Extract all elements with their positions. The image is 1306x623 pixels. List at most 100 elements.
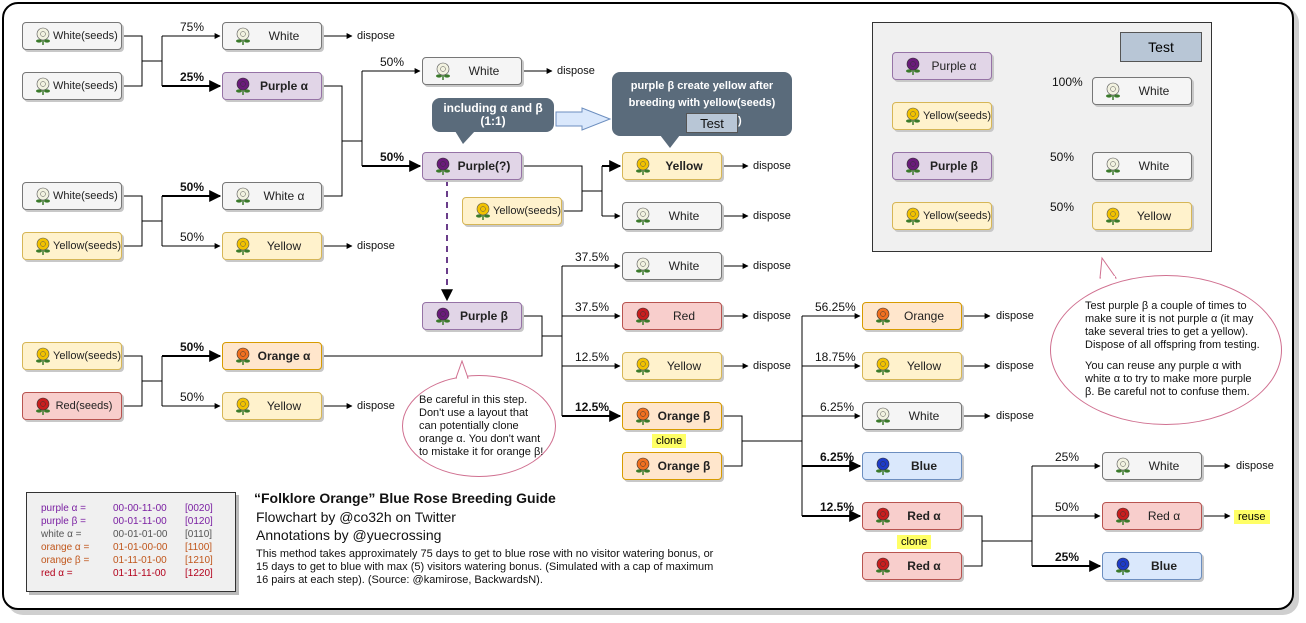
pct-label: 25% xyxy=(180,70,205,84)
legend-row: orange β =01-11-01-00[1210] xyxy=(41,555,231,568)
white-rose-icon xyxy=(436,62,450,80)
legend-row: orange α = 01-01-00-00 [1100] xyxy=(41,542,231,555)
dispose-label: dispose xyxy=(357,240,395,252)
blue-625-node: Blue xyxy=(862,452,962,480)
dispose-label: dispose xyxy=(753,310,791,322)
node-label: White xyxy=(268,29,300,43)
legend-row: purple β =00-01-11-00[0120] xyxy=(41,516,231,529)
orange-rose-icon xyxy=(636,407,650,425)
node-label: Yellow xyxy=(666,359,702,373)
yellow-125-node: Yellow xyxy=(622,352,722,380)
pct-label: 50% xyxy=(180,230,205,244)
legend-row: purple α =00-00-11-00[0020] xyxy=(41,503,231,516)
red-alpha-50-node: Red α xyxy=(1102,502,1202,530)
node-label: Purple(?) xyxy=(457,159,511,173)
legend-key: white α = xyxy=(41,529,82,540)
node-label: Purple α xyxy=(931,59,977,73)
pct-label: 50% xyxy=(380,150,405,164)
white-25-node: White xyxy=(1102,452,1202,480)
pct-label: 56.25% xyxy=(815,300,856,314)
node-label: Blue xyxy=(910,459,937,473)
node-label: Red α xyxy=(907,509,941,523)
white-rose-icon xyxy=(36,187,50,205)
yellow-rose-icon xyxy=(906,207,920,225)
test-white-100-node: White xyxy=(1092,77,1192,105)
purple-beta-node: Purple β xyxy=(422,302,522,330)
yellow-rose-icon xyxy=(636,157,650,175)
node-label: White(seeds) xyxy=(53,80,118,92)
yellow-rose-icon xyxy=(36,237,50,255)
yellow-rose-icon xyxy=(876,357,890,375)
red-rose-icon xyxy=(876,507,890,525)
node-label: Yellow xyxy=(665,159,703,173)
legend-key: orange α = xyxy=(41,542,90,553)
dispose-label: dispose xyxy=(753,210,791,222)
legend-code: 01-01-00-00 xyxy=(113,542,168,553)
pct-label: 50% xyxy=(180,340,205,354)
callout-pointer xyxy=(1099,256,1117,280)
white-rose-icon xyxy=(1106,82,1120,100)
legend-code: 00-00-11-00 xyxy=(113,503,167,514)
node-label: Yellow xyxy=(1136,209,1172,223)
purple-alpha-node: Purple α xyxy=(222,72,322,100)
clone-label: clone xyxy=(897,535,932,549)
white-rose-icon xyxy=(236,187,250,205)
legend-key: orange β = xyxy=(41,555,90,566)
purple-rose-icon xyxy=(236,77,250,95)
node-label: Orange β xyxy=(657,409,711,423)
callout-pointer xyxy=(455,360,469,380)
test-link-button[interactable]: Test xyxy=(686,113,738,133)
white-rose-icon xyxy=(1116,457,1130,475)
legend-row: white α =00-01-01-00[0110] xyxy=(41,529,231,542)
pct-label: 6.25% xyxy=(820,450,855,464)
node-label: Yellow xyxy=(266,239,302,253)
orange-beta-node-2: Orange β xyxy=(622,452,722,480)
red-rose-icon xyxy=(1116,507,1130,525)
dispose-label: dispose xyxy=(357,400,395,412)
pct-label: 12.5% xyxy=(575,400,610,414)
orange-rose-icon xyxy=(636,457,650,475)
gene-legend: purple α =00-00-11-00[0020]purple β =00-… xyxy=(26,492,236,592)
white-seeds-node-2: White(seeds) xyxy=(22,72,122,100)
white-top-node: White xyxy=(422,57,522,85)
yellow-rose-icon xyxy=(906,107,920,125)
dispose-label: dispose xyxy=(996,410,1034,422)
yellow-rose-icon xyxy=(236,237,250,255)
test-note-text-2: You can reuse any purple α with white α … xyxy=(1085,360,1252,398)
node-label: White xyxy=(1138,84,1170,98)
purple-unknown-node: Purple(?) xyxy=(422,152,522,180)
dispose-label: dispose xyxy=(557,65,595,77)
yellow-rose-icon xyxy=(236,397,250,415)
node-label: White xyxy=(908,409,940,423)
yellow-seeds-node-2: Yellow(seeds) xyxy=(22,342,122,370)
node-label: Yellow(seeds) xyxy=(493,205,562,217)
legend-key: purple β = xyxy=(41,516,86,527)
node-label: Purple α xyxy=(259,79,309,93)
orange-5625-node: Orange xyxy=(862,302,962,330)
legend-key: purple α = xyxy=(41,503,86,514)
dispose-label: dispose xyxy=(753,360,791,372)
legend-gene: [0120] xyxy=(185,516,213,527)
orange-rose-icon xyxy=(876,307,890,325)
node-label: Orange α xyxy=(257,349,311,363)
red-rose-icon xyxy=(36,397,50,415)
node-label: White xyxy=(1138,159,1170,173)
white-625-node: White xyxy=(862,402,962,430)
callout-pointer xyxy=(660,135,680,148)
callout-alpha-beta: including α and β (1:1) xyxy=(432,98,554,132)
pct-label: 50% xyxy=(180,390,205,404)
test-purple-alpha-node: Purple α xyxy=(892,52,992,80)
legend-gene: [1100] xyxy=(185,542,213,553)
node-label: Red(seeds) xyxy=(55,400,113,412)
callout-test-note: Test purple β a couple of times to make … xyxy=(1050,275,1282,425)
purple-rose-icon xyxy=(436,307,450,325)
pct-label: 50% xyxy=(180,180,205,194)
node-label: Red α xyxy=(1147,509,1181,523)
test-note-text-1: Test purple β a couple of times to make … xyxy=(1085,300,1260,351)
pct-label: 50% xyxy=(1050,200,1075,214)
pct-label: 25% xyxy=(1055,450,1080,464)
credit-flowchart: Flowchart by @co32h on Twitter xyxy=(256,509,456,525)
yellow-seeds-node-mid: Yellow(seeds) xyxy=(462,197,562,225)
blue-rose-icon xyxy=(876,457,890,475)
legend-gene: [1210] xyxy=(185,555,213,566)
